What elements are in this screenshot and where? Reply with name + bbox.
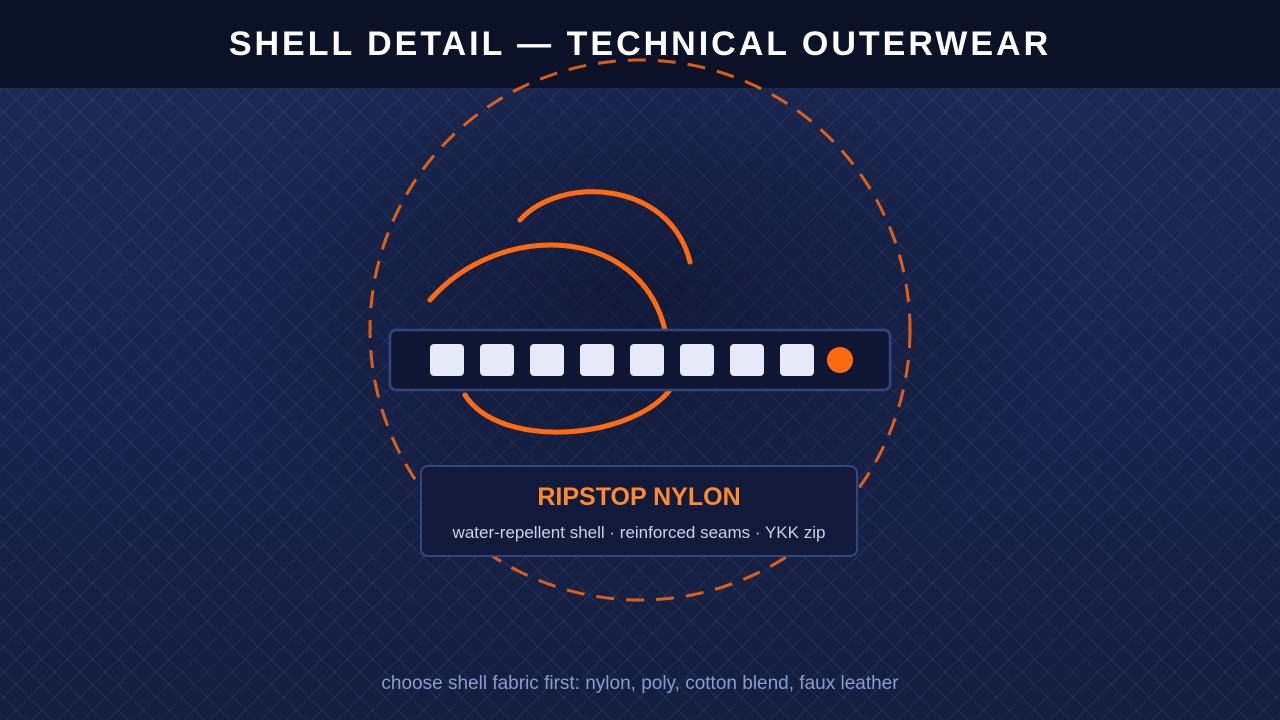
zipper-tooth-icon bbox=[680, 344, 714, 376]
fabric-info-card: RIPSTOP NYLON water-repellent shell · re… bbox=[420, 465, 858, 557]
stitch-arc-bottom-icon bbox=[462, 387, 673, 435]
stitch-arc-middle-icon bbox=[427, 242, 668, 333]
zipper-tooth-icon bbox=[730, 344, 764, 376]
zipper-tooth-icon bbox=[480, 344, 514, 376]
header-bar: SHELL DETAIL — TECHNICAL OUTERWEAR bbox=[0, 0, 1280, 88]
zipper-tooth-icon bbox=[780, 344, 814, 376]
fabric-name: RIPSTOP NYLON bbox=[537, 483, 741, 511]
dashed-detail-circle bbox=[368, 58, 912, 602]
stitch-arc-top-icon bbox=[517, 189, 693, 265]
page-title: SHELL DETAIL — TECHNICAL OUTERWEAR bbox=[228, 24, 1052, 63]
zipper-tooth-icon bbox=[430, 344, 464, 376]
zipper-teeth bbox=[430, 344, 814, 376]
zipper-tooth-icon bbox=[530, 344, 564, 376]
footer-hint: choose shell fabric first: nylon, poly, … bbox=[381, 673, 899, 694]
fabric-features: water-repellent shell · reinforced seams… bbox=[452, 523, 826, 542]
zipper-pull-icon bbox=[827, 347, 853, 373]
zipper-tooth-icon bbox=[630, 344, 664, 376]
zipper-tooth-icon bbox=[580, 344, 614, 376]
